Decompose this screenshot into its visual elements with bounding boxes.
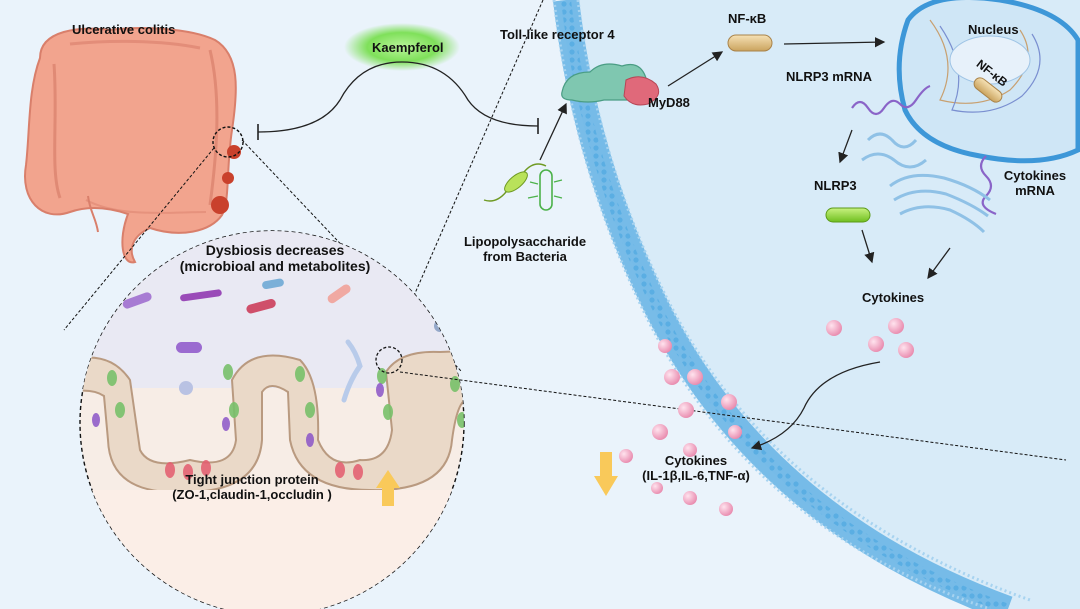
label-cytokines-out-line1: Cytokines: [664, 453, 728, 468]
label-nucleus: Nucleus: [968, 22, 1019, 37]
cytokines-mrna-strand: [979, 155, 997, 216]
arrow-mrna-to-nlrp3: [838, 129, 853, 164]
lps-bacteria: [483, 163, 563, 211]
label-dysbiosis-line1: Dysbiosis decreases: [205, 242, 345, 258]
label-dysbiosis-line2: (microbioal and metabolites): [179, 258, 371, 274]
label-lps-line2: from Bacteria: [483, 249, 567, 264]
label-cytokines-mrna: Cytokines mRNA: [1000, 168, 1070, 198]
arrow-cytokine-secretion: [750, 361, 881, 451]
ulcer-lesion: [227, 145, 241, 159]
cell-membrane: [552, 0, 1031, 609]
label-tight-junction-line1: Tight junction protein: [185, 472, 319, 487]
label-cytokines-cell: Cytokines: [862, 290, 925, 305]
myd88-protein: [623, 76, 660, 106]
label-lps: Lipopolysaccharide from Bacteria: [450, 234, 600, 264]
label-cytokines-mrna-line1: Cytokines: [1003, 168, 1067, 183]
label-nlrp3-mrna: NLRP3 mRNA: [786, 69, 872, 84]
zoom-guide-line: [63, 147, 215, 331]
colon-illustration: [24, 27, 241, 264]
label-cytokines-out: Cytokines (IL-1β,IL-6,TNF-α): [626, 453, 766, 483]
label-cytokines-out-line2: (IL-1β,IL-6,TNF-α): [642, 468, 750, 483]
label-tight-junction-line2: (ZO-1,claudin-1,occludin ): [172, 487, 332, 502]
cytokines-outside: [619, 339, 742, 516]
cytokines-down-arrow: [594, 452, 618, 496]
colon-zoom-marker: [212, 126, 244, 158]
label-tight-junction: Tight junction protein (ZO-1,claudin-1,o…: [152, 472, 352, 502]
bacteria-group: [122, 278, 446, 403]
kaempferol-inhibition-line: [257, 61, 539, 133]
nlrp3-capsule: [825, 207, 871, 223]
arrow-nfkb-to-nucleus: [783, 36, 886, 48]
ulcer-lesion: [211, 196, 229, 214]
label-ulcerative-colitis: Ulcerative colitis: [72, 22, 176, 37]
tight-junction-up-arrow: [376, 470, 400, 506]
arrow-mrna-to-cytokines: [927, 247, 951, 280]
label-myd88: MyD88: [648, 95, 690, 110]
label-lps-line1: Lipopolysaccharide: [463, 234, 587, 249]
nfkb-capsule: [727, 34, 773, 52]
label-kaempferol: Kaempferol: [372, 40, 444, 55]
label-tlr4: Toll-like receptor 4: [500, 27, 615, 42]
ulcer-lesion: [222, 172, 234, 184]
arrow-nlrp3-to-cytokines: [861, 229, 875, 264]
cell-interior: [560, 0, 1080, 609]
divider-line: [391, 0, 544, 347]
villus-zoom-marker: [375, 346, 403, 374]
zoom-guide-line: [399, 371, 1067, 461]
nlrp3-mrna-strand: [851, 84, 931, 116]
arrow-myd88-to-nfkb: [667, 51, 724, 87]
label-nfkb: NF-κB: [728, 11, 767, 26]
arrow-lps-to-tlr4: [539, 102, 567, 161]
nucleus-nfkb-capsule: [973, 77, 1003, 103]
cytokines-inside: [826, 318, 914, 358]
nucleus: [896, 0, 1080, 164]
label-nlrp3: NLRP3: [814, 178, 857, 193]
label-dysbiosis: Dysbiosis decreases (microbioal and meta…: [160, 242, 390, 274]
kaempferol-glow: [344, 23, 460, 71]
label-cytokines-mrna-line2: mRNA: [1015, 183, 1055, 198]
endoplasmic-reticulum: [861, 132, 991, 234]
